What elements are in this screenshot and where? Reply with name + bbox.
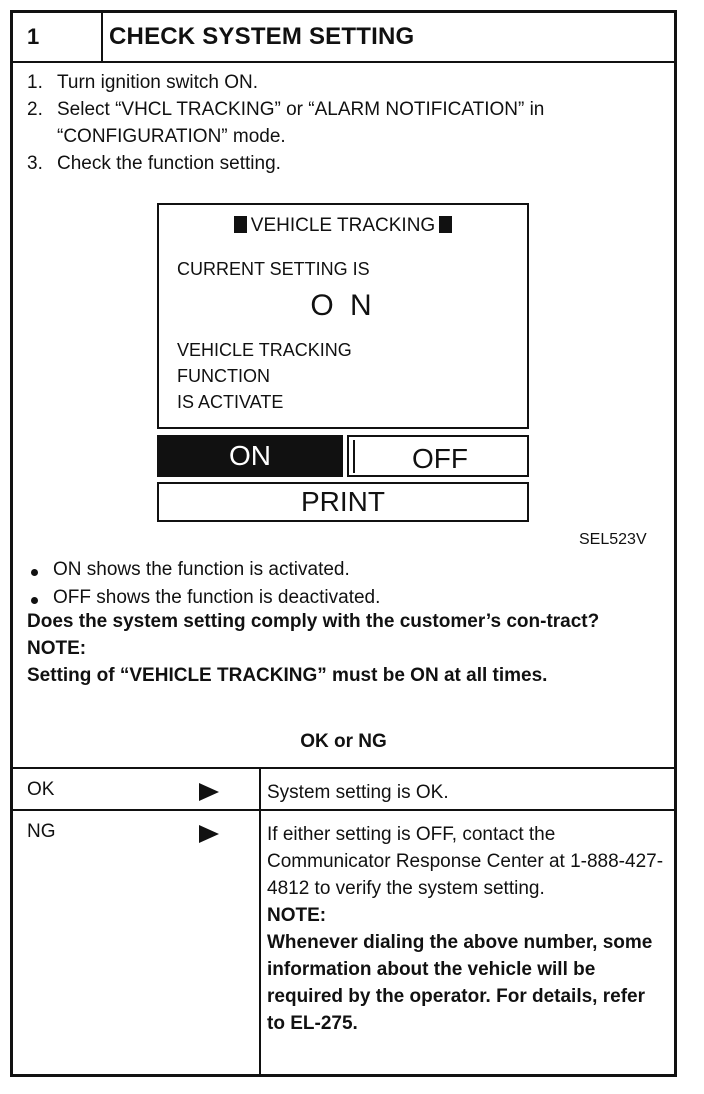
result-label: OK (27, 779, 55, 800)
off-button[interactable]: OFF (347, 435, 529, 477)
figure-id: SEL523V (579, 531, 647, 548)
instruction-text: Turn ignition switch ON. (57, 72, 258, 93)
current-setting-value: O N (310, 289, 376, 322)
print-button[interactable]: PRINT (157, 482, 529, 522)
current-setting-label: CURRENT SETTING IS (177, 259, 370, 279)
screen-title: VEHICLE TRACKING (159, 215, 527, 237)
ng-note-text: Whenever dialing the above number, some … (267, 932, 653, 1034)
instruction-text: Select “VHCL TRACKING” or “ALARM NOTIFIC… (57, 99, 545, 147)
ok-or-ng-heading: OK or NG (300, 731, 387, 752)
instruction-number: 3. (27, 153, 43, 174)
result-row-ok: OK System setting is OK. (13, 767, 674, 811)
note-text: Setting of “VEHICLE TRACKING” must be ON… (27, 665, 548, 686)
square-block-icon (439, 216, 453, 233)
result-text: System setting is OK. (267, 782, 449, 803)
step-header: 1 CHECK SYSTEM SETTING (13, 13, 674, 63)
check-question: Does the system setting comply with the … (27, 608, 662, 689)
bullet-item: OFF shows the function is deactivated. (27, 584, 380, 612)
instruction-number: 2. (27, 99, 43, 120)
on-button[interactable]: ON (157, 435, 343, 477)
step-number: 1 (13, 13, 103, 61)
question-text: Does the system setting comply with the … (27, 611, 600, 632)
square-block-icon (233, 216, 247, 233)
play-arrow-icon (199, 783, 219, 801)
instruction-item: 2. Select “VHCL TRACKING” or “ALARM NOTI… (27, 96, 657, 150)
play-arrow-icon (199, 825, 219, 843)
display-screen: VEHICLE TRACKING CURRENT SETTING IS O N … (157, 203, 529, 429)
instruction-item: 1. Turn ignition switch ON. (27, 69, 657, 96)
instruction-number: 1. (27, 72, 43, 93)
bullet-item: ON shows the function is activated. (27, 556, 380, 584)
ng-instruction: If either setting is OFF, contact the Co… (267, 824, 664, 899)
description-line: FUNCTION (177, 366, 270, 386)
screen-title-text: VEHICLE TRACKING (250, 215, 436, 236)
instruction-text: Check the function setting. (57, 153, 281, 174)
instruction-item: 3. Check the function setting. (27, 150, 657, 177)
column-divider (259, 769, 261, 811)
column-divider (259, 811, 261, 1076)
result-row-ng: NG If either setting is OFF, contact the… (13, 809, 674, 1076)
function-description: VEHICLE TRACKING FUNCTION IS ACTIVATE (177, 337, 352, 415)
instruction-list: 1. Turn ignition switch ON. 2. Select “V… (27, 69, 657, 177)
description-line: VEHICLE TRACKING (177, 340, 352, 360)
off-button-label: OFF (353, 440, 525, 474)
procedure-box: 1 CHECK SYSTEM SETTING 1. Turn ignition … (10, 10, 677, 1077)
note-label: NOTE: (27, 638, 87, 659)
description-line: IS ACTIVATE (177, 392, 284, 412)
result-label: NG (27, 821, 56, 842)
ng-note-label: NOTE: (267, 905, 327, 926)
result-text: If either setting is OFF, contact the Co… (267, 821, 667, 1037)
bullet-list: ON shows the function is activated. OFF … (27, 556, 380, 612)
step-title: CHECK SYSTEM SETTING (109, 23, 415, 50)
